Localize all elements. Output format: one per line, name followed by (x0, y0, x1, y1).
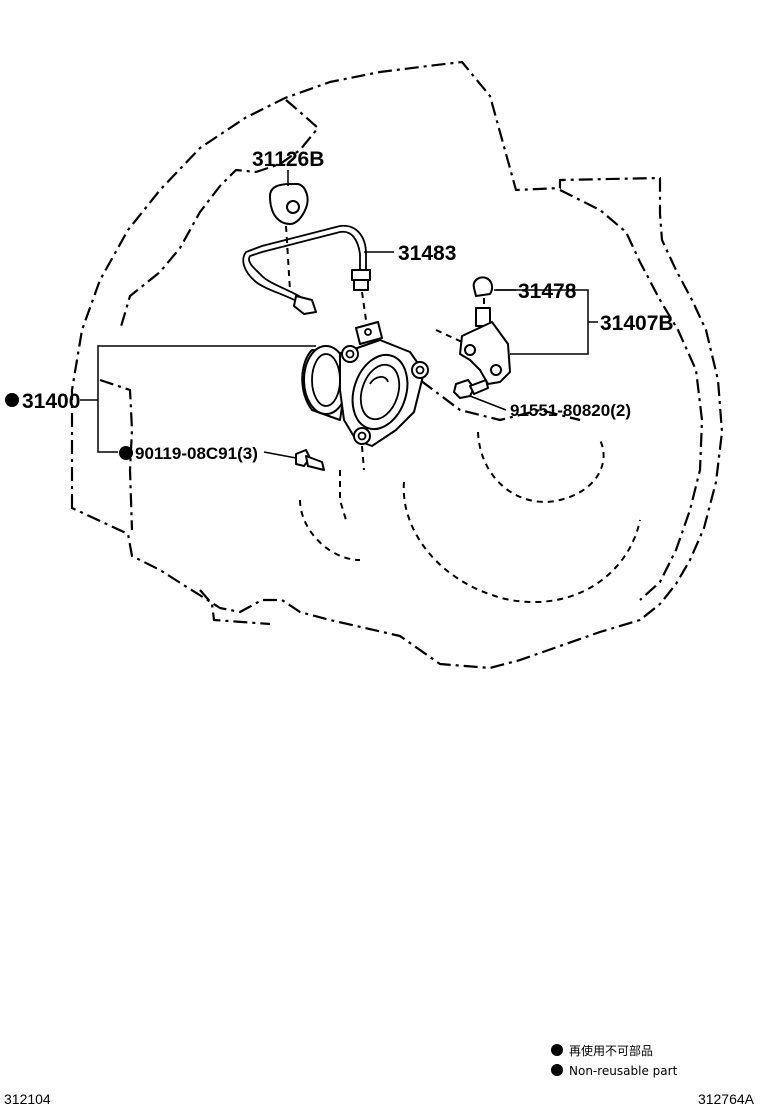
bolt-91551 (453, 379, 489, 399)
grommet-31126b (269, 183, 309, 291)
part-number-31478: 31478 (518, 280, 577, 303)
figure-code-left: 312104 (4, 1091, 51, 1107)
legend: 再使用不可部品 Non-reusable part (551, 1043, 678, 1078)
part-number-91551: 91551-80820(2) (510, 401, 631, 420)
legend-japanese: 再使用不可部品 (569, 1043, 653, 1058)
leader-lines (80, 170, 598, 459)
bolt-90119 (295, 449, 325, 471)
part-number-31126b: 31126B (252, 148, 324, 171)
part-number-31400: 31400 (22, 390, 80, 413)
non-reusable-dot-90119 (119, 446, 133, 460)
legend-dot-japanese (551, 1044, 563, 1056)
release-cylinder-31400 (301, 321, 429, 471)
part-number-31407b: 31407B (600, 312, 674, 335)
bell-housing-inner-curves (299, 431, 641, 603)
clutch-tube-31483 (242, 224, 371, 321)
part-number-90119: 90119-08C91(3) (135, 444, 258, 463)
part-number-31483: 31483 (398, 242, 456, 265)
figure-code-right: 312764A (698, 1091, 755, 1107)
part-callouts: 31126B 31483 31478 31407B 31400 91551-80… (5, 148, 674, 463)
bleeder-union-31407b (435, 307, 511, 385)
bleeder-cap-31478 (472, 276, 494, 310)
legend-english: Non-reusable part (569, 1064, 678, 1078)
non-reusable-dot-31400 (5, 393, 19, 407)
legend-dot-english (551, 1064, 563, 1076)
